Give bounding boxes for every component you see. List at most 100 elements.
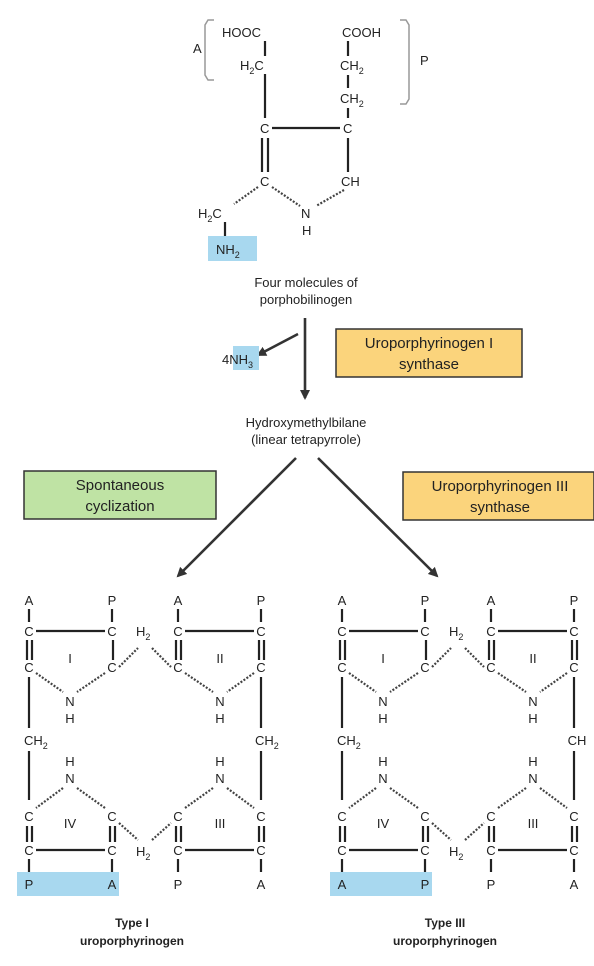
arrow-to-type-i	[176, 457, 297, 578]
top-methylene-bridge: H2	[449, 624, 463, 642]
bottom-substituent-1: A	[338, 877, 347, 892]
top-carbon-4: C	[569, 624, 578, 639]
lower-carbon-3: C	[173, 809, 182, 824]
bottom-carbon-3: C	[486, 843, 495, 858]
ammonia-highlight	[233, 346, 259, 370]
bottom-substituent-4: A	[257, 877, 266, 892]
four-molecules-label: Four molecules of	[254, 275, 358, 290]
ring-iv-nh: H	[378, 754, 387, 769]
bottom-substituent-1: P	[25, 877, 34, 892]
bottom-methylene-bridge: H2	[136, 844, 150, 862]
top-carbon-1: C	[337, 624, 346, 639]
top-substituent-3: A	[487, 593, 496, 608]
ring-iv-nitrogen: N	[378, 771, 387, 786]
hmb-sublabel: (linear tetrapyrrole)	[251, 432, 361, 447]
ring-carbon-2: C	[107, 660, 116, 675]
lower-carbon-1: C	[337, 809, 346, 824]
ring-carbon-1: C	[24, 660, 33, 675]
enzyme1-line2: synthase	[399, 356, 459, 373]
bottom-substituent-2: A	[108, 877, 117, 892]
left-methylene-bridge: CH2	[24, 733, 48, 751]
ring-ii-nh: H	[215, 711, 224, 726]
lower-carbon-1: C	[24, 809, 33, 824]
porphobilinogen-structure: A P HOOC COOH H2C CH2 CH2 C C C CH N H H…	[193, 19, 429, 261]
bottom-carbon-1: C	[337, 843, 346, 858]
spont-line2: cyclization	[85, 498, 154, 515]
bottom-methylene-bridge: H2	[449, 844, 463, 862]
top-substituent-1: A	[338, 593, 347, 608]
enzyme-box-uroporphyrinogen-iii-synthase	[402, 471, 594, 521]
ring-i-nitrogen: N	[378, 694, 387, 709]
ring-label-iv: IV	[377, 816, 390, 831]
top-methylene-bridge: H2	[136, 624, 150, 642]
arrow-to-type-iii	[317, 457, 439, 578]
lower-carbon-3: C	[486, 809, 495, 824]
lower-carbon-4: C	[569, 809, 578, 824]
ammonia-release-arrow	[256, 332, 299, 357]
ring-carbon-1: C	[337, 660, 346, 675]
aminomethyl-carbon: H2C	[198, 206, 222, 224]
enzyme-box-uroporphyrinogen-i-synthase	[335, 328, 523, 378]
top-substituent-4: P	[570, 593, 579, 608]
acetate-methylene: H2C	[240, 58, 264, 76]
structure-title: Type I	[115, 916, 149, 930]
structure-subtitle: uroporphyrinogen	[80, 934, 184, 948]
left-methylene-bridge: CH2	[337, 733, 361, 751]
lower-carbon-2: C	[420, 809, 429, 824]
bottom-carbon-4: C	[256, 843, 265, 858]
ring-label-iv: IV	[64, 816, 77, 831]
top-substituent-1: A	[25, 593, 34, 608]
ring-i-nh: H	[65, 711, 74, 726]
bottom-substituent-2: P	[421, 877, 430, 892]
bracket-right	[400, 19, 410, 105]
top-substituent-2: P	[421, 593, 430, 608]
substituent-highlight	[17, 872, 119, 896]
structure-subtitle: uroporphyrinogen	[393, 934, 497, 948]
ring-nitrogen-h: H	[302, 223, 311, 238]
hmb-label: Hydroxymethylbilane	[246, 415, 367, 430]
ring-ii-nitrogen: N	[215, 694, 224, 709]
ring-carbon-4: C	[569, 660, 578, 675]
ammonia-product: 4NH3	[222, 352, 253, 370]
ring-carbon-2: C	[420, 660, 429, 675]
lower-carbon-4: C	[256, 809, 265, 824]
right-methine-bridge: CH	[568, 733, 587, 748]
ring-ii-nh: H	[528, 711, 537, 726]
propionate-methylene-1: CH2	[340, 58, 364, 76]
propionate-side-label: P	[420, 53, 429, 68]
ring-iii-nitrogen: N	[528, 771, 537, 786]
ring-carbon-3: C	[260, 121, 269, 136]
propionate-methylene-2: CH2	[340, 91, 364, 109]
enzyme3-line2: synthase	[470, 499, 530, 516]
ring-carbon-5: CH	[341, 174, 360, 189]
propionate-carboxyl: COOH	[342, 25, 381, 40]
top-carbon-4: C	[256, 624, 265, 639]
acetate-side-label: A	[193, 41, 202, 56]
structure-title: Type III	[425, 916, 465, 930]
acetate-carboxyl: HOOC	[222, 25, 261, 40]
spontaneous-cyclization-box	[23, 470, 217, 520]
ring-iii-nitrogen: N	[215, 771, 224, 786]
bottom-substituent-3: P	[174, 877, 183, 892]
enzyme1-line1: Uroporphyrinogen I	[365, 335, 493, 352]
ring-label-iii: III	[528, 816, 539, 831]
ring-carbon-2: C	[260, 174, 269, 189]
ring-ii-nitrogen: N	[528, 694, 537, 709]
ring-label-ii: II	[216, 651, 223, 666]
bottom-substituent-4: A	[570, 877, 579, 892]
ring-carbon-4: C	[343, 121, 352, 136]
bracket-left	[204, 19, 214, 81]
ring-label-ii: II	[529, 651, 536, 666]
bottom-substituent-3: P	[487, 877, 496, 892]
top-substituent-3: A	[174, 593, 183, 608]
ring-label-i: I	[68, 651, 72, 666]
amine-highlight	[208, 236, 257, 261]
ring-carbon-3: C	[486, 660, 495, 675]
top-carbon-2: C	[420, 624, 429, 639]
top-carbon-3: C	[486, 624, 495, 639]
bottom-carbon-1: C	[24, 843, 33, 858]
